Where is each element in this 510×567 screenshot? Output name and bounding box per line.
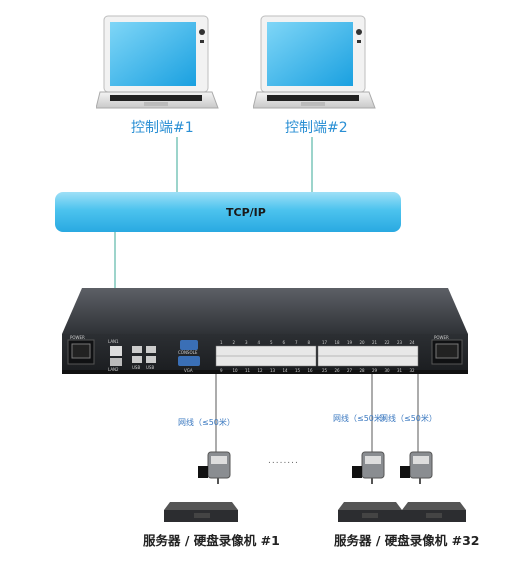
port-number-top: 21 [372,340,378,345]
console-2-label: 控制端#2 [285,120,348,136]
usb1-label: USB [132,365,140,370]
port-number-bottom: 30 [385,368,391,373]
cable-note-3: 网线（≤50米） [380,414,437,423]
adapter-2 [350,448,390,484]
lan1-label: LAN1 [108,339,119,344]
port-number-bottom: 15 [295,368,301,373]
console-1-label: 控制端#1 [131,120,194,136]
port-number-bottom: 14 [283,368,289,373]
port-number-bottom: 26 [335,368,341,373]
tcpip-network-bar [55,192,401,232]
kvm-adapter-icon [198,451,231,484]
port-number-top: 22 [385,340,391,345]
port-number-top: 24 [410,340,416,345]
port-number-top: 23 [397,340,403,345]
port-number-top: 8 [308,340,311,345]
cable-note-1: 网线（≤50米） [178,418,235,427]
ellipsis-dots: ........ [268,456,299,466]
port-number-bottom: 28 [360,368,366,373]
port-number-bottom: 10 [233,368,239,373]
port-markings: POWER LAN1 LAN2 USB USB CONSOLE VGA POWE… [70,335,449,373]
laptop-icon [95,15,219,109]
tcpip-label: TCP/IP [226,206,266,219]
lan2-label: LAN2 [108,367,119,372]
port-number-top: 7 [295,340,298,345]
kvm-adapter-icon [400,451,433,484]
port-number-top: 2 [233,340,236,345]
port-number-bottom: 12 [258,368,264,373]
port-number-top: 5 [270,340,273,345]
port-number-bottom: 9 [220,368,223,373]
dvr-icon [338,502,402,522]
laptop-console-2 [252,10,377,114]
power-left-label: POWER [70,335,85,340]
dvr-device-2 [338,500,402,524]
kvm-adapter-icon [352,451,385,484]
dvr-icon [402,502,466,522]
usb2-label: USB [146,365,154,370]
port-number-top: 19 [347,340,353,345]
device-32-label: 服务器 / 硬盘录像机 #32 [334,533,480,548]
console-port-label: CONSOLE [178,350,198,355]
port-number-top: 18 [335,340,341,345]
port-number-bottom: 16 [308,368,314,373]
port-number-top: 17 [322,340,328,345]
dvr-icon [164,502,238,522]
laptop-icon [252,15,376,109]
port-number-bottom: 31 [397,368,403,373]
port-number-top: 6 [283,340,286,345]
port-number-bottom: 29 [372,368,378,373]
device-1-label: 服务器 / 硬盘录像机 #1 [143,533,280,548]
adapter-1 [196,448,236,484]
kvm-switch: POWER LAN1 LAN2 USB USB CONSOLE VGA POWE… [60,286,470,378]
port-number-bottom: 32 [410,368,416,373]
kvm-switch-graphic [62,288,468,374]
adapter-3 [398,448,438,484]
port-number-top: 3 [245,340,248,345]
dvr-device-1 [164,500,238,524]
port-number-bottom: 25 [322,368,328,373]
port-number-bottom: 13 [270,368,276,373]
port-number-top: 20 [360,340,366,345]
power-right-label: POWER [434,335,449,340]
port-number-bottom: 11 [245,368,251,373]
laptop-console-1 [95,10,220,114]
cable-note-2: 网线（≤50米） [333,414,390,423]
port-number-top: 4 [258,340,261,345]
port-number-bottom: 27 [347,368,353,373]
vga-label: VGA [184,368,193,373]
port-number-top: 1 [220,340,223,345]
dvr-device-3 [402,500,466,524]
